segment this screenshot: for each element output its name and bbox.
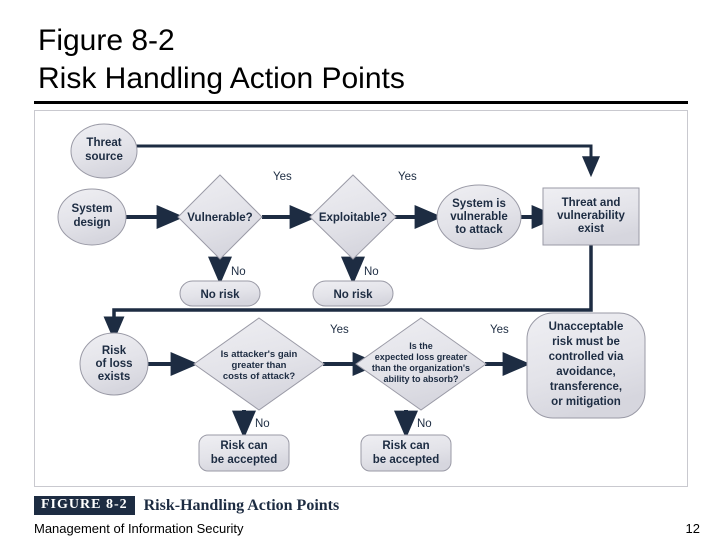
node-no-risk-1[interactable]: No risk xyxy=(179,280,261,307)
node-label: No risk xyxy=(334,289,374,301)
node-risk-accepted-2[interactable]: Risk can be accepted xyxy=(360,434,452,472)
node-label: controlled via xyxy=(549,351,624,363)
node-label: be accepted xyxy=(373,454,439,466)
node-label: expected loss greater xyxy=(375,352,468,362)
node-label: to attack xyxy=(455,224,503,236)
node-label: Threat and xyxy=(562,197,621,209)
node-threat-source[interactable]: Threat source xyxy=(70,123,138,179)
edge-label-attacker-gain-yes: Yes xyxy=(330,324,349,336)
figure-caption-text: Risk-Handling Action Points xyxy=(143,496,340,514)
node-threat-vuln-exist[interactable]: Threat and vulnerability exist xyxy=(542,187,640,246)
node-label: No risk xyxy=(201,289,241,301)
flowchart-diagram: Threat source System design Vulnerable? … xyxy=(57,123,646,472)
node-label: Unacceptable xyxy=(549,321,624,333)
title-line-1: Figure 8-2 xyxy=(38,24,175,57)
node-label: source xyxy=(85,151,123,163)
node-label: Risk can xyxy=(382,440,429,452)
footer-page-number: 12 xyxy=(685,521,700,536)
node-risk-accepted-1[interactable]: Risk can be accepted xyxy=(198,434,290,472)
node-system-design[interactable]: System design xyxy=(57,188,127,246)
node-label: of loss xyxy=(95,358,132,370)
edge-label-vulnerable-yes: Yes xyxy=(273,171,292,183)
node-label: Is the xyxy=(409,341,433,351)
node-label: System is xyxy=(452,198,506,210)
node-label: risk must be xyxy=(552,336,620,348)
node-exploitable[interactable]: Exploitable? xyxy=(309,174,397,260)
node-label: Vulnerable? xyxy=(187,212,252,224)
node-label: System xyxy=(72,203,113,215)
node-label: Exploitable? xyxy=(319,212,387,224)
node-risk-of-loss[interactable]: Risk of loss exists xyxy=(79,332,149,396)
edge-threat-vuln-exist-to-risk-of-loss xyxy=(103,245,593,341)
node-attacker-gain[interactable]: Is attacker's gain greater than costs of… xyxy=(193,317,325,411)
node-label: vulnerability xyxy=(557,210,625,222)
node-label: greater than xyxy=(232,360,287,371)
node-label: or mitigation xyxy=(551,396,621,408)
node-label: avoidance, xyxy=(556,366,615,378)
node-no-risk-2[interactable]: No risk xyxy=(312,280,394,307)
node-unacceptable-risk[interactable]: Unacceptable risk must be controlled via… xyxy=(526,312,646,419)
node-label: exists xyxy=(98,371,131,383)
page-title: Figure 8-2 Risk Handling Action Points xyxy=(38,22,688,98)
node-vulnerable[interactable]: Vulnerable? xyxy=(177,174,263,260)
figure-caption: FIGURE 8-2 Risk-Handling Action Points xyxy=(34,496,339,515)
node-label: vulnerable xyxy=(450,211,508,223)
edge-label-expected-loss-yes: Yes xyxy=(490,324,509,336)
node-label: Threat xyxy=(86,137,121,149)
node-label: Is attacker's gain xyxy=(221,349,298,360)
node-label: Risk can xyxy=(220,440,267,452)
node-label: costs of attack? xyxy=(223,371,296,382)
node-label: than the organization's xyxy=(372,363,470,373)
figure-frame: Threat source System design Vulnerable? … xyxy=(34,110,688,487)
figure-badge: FIGURE 8-2 xyxy=(34,496,135,515)
node-label: Risk xyxy=(102,345,127,357)
title-divider xyxy=(34,101,688,104)
node-expected-loss[interactable]: Is the expected loss greater than the or… xyxy=(355,317,487,411)
node-system-vulnerable[interactable]: System is vulnerable to attack xyxy=(436,184,522,250)
edge-label-vulnerable-no: No xyxy=(231,266,246,278)
footer-source-text: Management of Information Security xyxy=(34,521,244,536)
node-label: exist xyxy=(578,223,604,235)
edge-label-exploitable-yes: Yes xyxy=(398,171,417,183)
node-label: design xyxy=(73,217,110,229)
title-line-2: Risk Handling Action Points xyxy=(38,62,405,95)
node-label: ability to absorb? xyxy=(383,374,458,384)
node-label: be accepted xyxy=(211,454,277,466)
edge-label-exploitable-no: No xyxy=(364,266,379,278)
edge-label-attacker-gain-no: No xyxy=(255,418,270,430)
connector-layer xyxy=(103,144,600,439)
node-label: transference, xyxy=(550,381,622,393)
edge-threat-source-to-threat-vuln-exist xyxy=(135,144,600,178)
edge-label-expected-loss-no: No xyxy=(417,418,432,430)
